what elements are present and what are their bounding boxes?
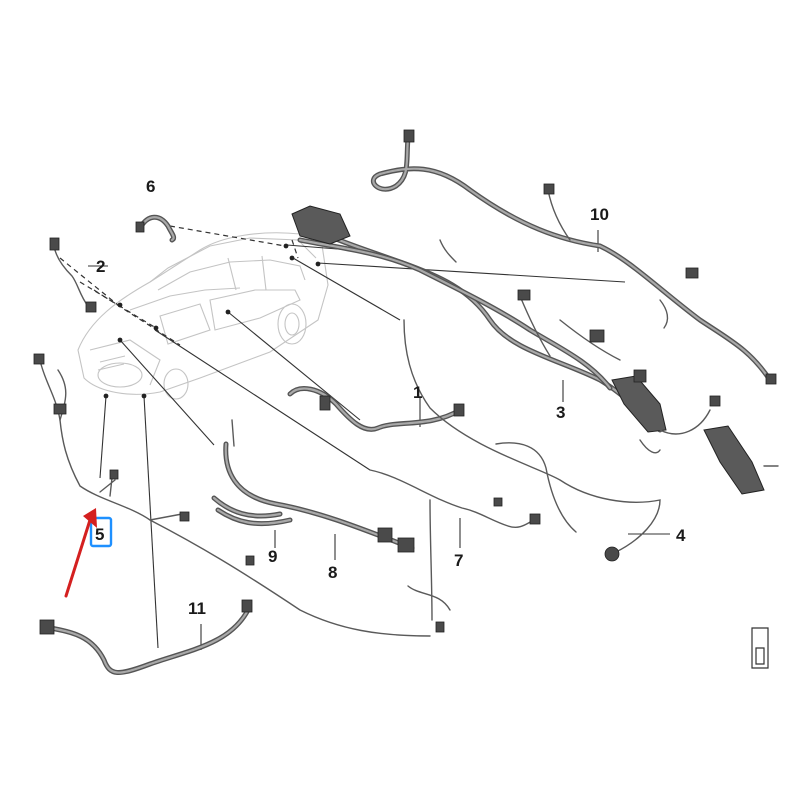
red-arrow-icon bbox=[64, 508, 97, 598]
harness-right-section bbox=[639, 395, 779, 495]
part-label-8: 8 bbox=[328, 563, 337, 582]
highlight-box bbox=[89, 516, 113, 548]
part-label-5: 5 bbox=[95, 525, 104, 544]
harness-part-4[interactable] bbox=[403, 319, 661, 562]
part-labels: 1 2 3 4 5 6 7 8 9 10 11 bbox=[95, 177, 686, 618]
harness-part-1[interactable] bbox=[287, 386, 465, 432]
harness-part-7[interactable] bbox=[369, 469, 541, 633]
harness-part-6[interactable] bbox=[135, 214, 177, 243]
part-label-1: 1 bbox=[413, 383, 422, 402]
part-label-9: 9 bbox=[268, 547, 277, 566]
part-label-7: 7 bbox=[454, 551, 463, 570]
harness-part-3[interactable] bbox=[291, 205, 667, 433]
harness-part-9[interactable] bbox=[211, 495, 293, 527]
part-label-10: 10 bbox=[590, 205, 609, 224]
harness-part-2[interactable] bbox=[49, 237, 97, 313]
part-label-6: 6 bbox=[146, 177, 155, 196]
leader-lines bbox=[59, 225, 670, 650]
highlight-callout bbox=[64, 508, 113, 598]
part-label-11: 11 bbox=[188, 599, 206, 618]
harness-part-8[interactable] bbox=[223, 419, 415, 553]
harness-part-11[interactable] bbox=[39, 599, 253, 675]
part-label-3: 3 bbox=[556, 403, 565, 422]
part-label-2: 2 bbox=[96, 257, 105, 276]
harness-part-5[interactable] bbox=[33, 353, 431, 637]
part-label-4: 4 bbox=[676, 526, 686, 545]
car-outline bbox=[77, 232, 329, 400]
harness-part-10[interactable] bbox=[371, 129, 777, 385]
bracket-icon bbox=[751, 627, 769, 669]
